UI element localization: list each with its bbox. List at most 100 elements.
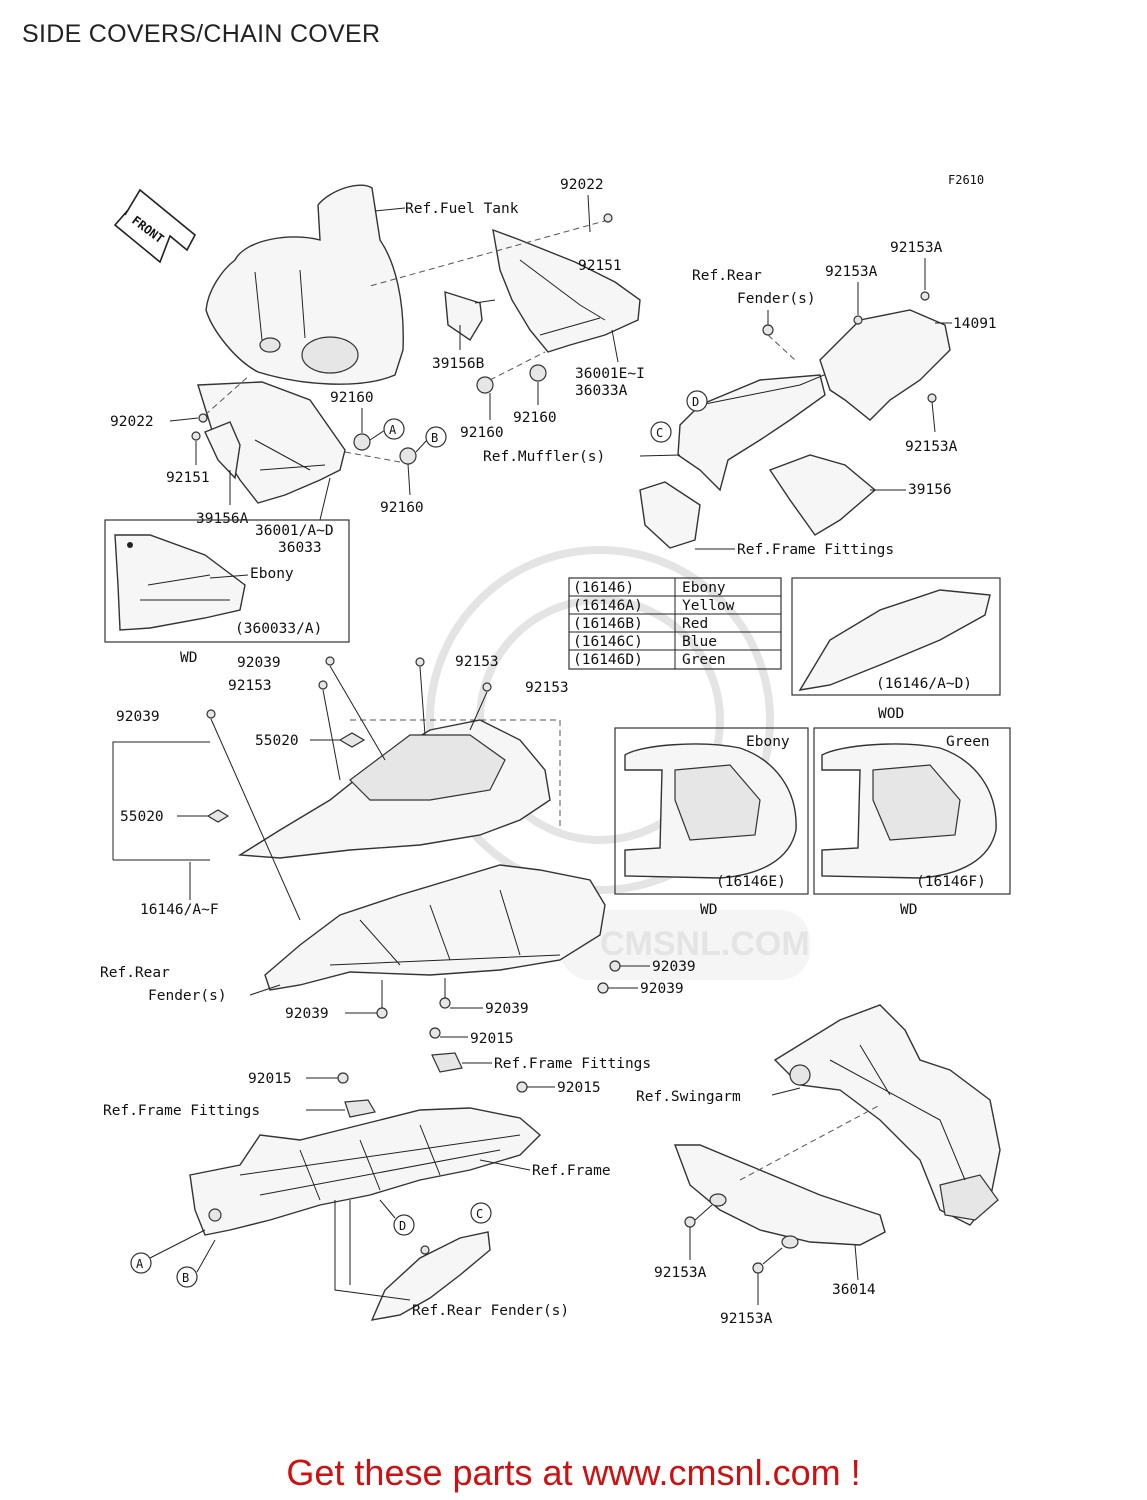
label-14091: 14091	[953, 316, 997, 332]
label-36014: 36014	[832, 1282, 876, 1298]
callout-b: B	[425, 426, 447, 448]
color-table-code-4: (16146D)	[573, 652, 643, 668]
callout-d-lower: D	[393, 1214, 415, 1236]
label-39156b: 39156B	[432, 356, 485, 372]
label-green: Green	[946, 734, 990, 750]
page-title: SIDE COVERS/CHAIN COVER	[22, 20, 381, 48]
svg-text:C: C	[476, 1207, 483, 1221]
color-table-color-3: Blue	[682, 634, 717, 650]
label-wd-3: WD	[900, 902, 917, 918]
label-92039-1: 92039	[237, 655, 281, 671]
rear-fender-lower-drawing	[370, 1231, 491, 1321]
tail-cover-drawing	[237, 719, 551, 859]
callout-c-lower: C	[470, 1202, 492, 1224]
label-92160-c: 92160	[330, 390, 374, 406]
label-360033a: (360033/A)	[235, 621, 322, 637]
callout-b-lower: B	[176, 1266, 198, 1288]
color-table-code-0: (16146)	[573, 580, 634, 596]
label-92153a-3: 92153A	[905, 439, 958, 455]
svg-text:B: B	[431, 431, 438, 445]
label-92153-2: 92153	[455, 654, 499, 670]
label-ref-frame-fittings-2: Ref.Frame Fittings	[494, 1056, 651, 1072]
label-92151-left: 92151	[166, 470, 210, 486]
front-arrow-icon: FRONT	[113, 188, 197, 264]
label-92160-b: 92160	[460, 425, 504, 441]
label-92153-3: 92153	[525, 680, 569, 696]
rear-fender-inner-drawing	[264, 864, 606, 991]
wod-cover-drawing	[798, 589, 991, 691]
label-ref-rear-fender-3: Ref.Rear Fender(s)	[412, 1303, 569, 1319]
label-ebony-2: Ebony	[746, 734, 790, 750]
inset-16146f-box	[813, 727, 1011, 895]
label-55020-2: 55020	[120, 809, 164, 825]
label-92022-top: 92022	[560, 177, 604, 193]
label-16146e: (16146E)	[716, 874, 786, 890]
callout-c-upper: C	[650, 421, 672, 443]
callout-a: A	[383, 418, 405, 440]
label-92015-1: 92015	[470, 1031, 514, 1047]
label-92039-4: 92039	[640, 981, 684, 997]
label-39156: 39156	[908, 482, 952, 498]
label-92153a-5: 92153A	[720, 1311, 773, 1327]
label-wd-1: WD	[180, 650, 197, 666]
color-table-color-1: Yellow	[682, 598, 735, 614]
footer-promo-text[interactable]: Get these parts at www.cmsnl.com !	[286, 1452, 861, 1493]
label-92039-5: 92039	[485, 1001, 529, 1017]
label-92153a-2: 92153A	[890, 240, 943, 256]
grommet	[476, 376, 494, 394]
bracket-line-lower	[334, 1200, 411, 1301]
label-16146ad: (16146/A~D)	[876, 676, 972, 692]
svg-text:B: B	[182, 1271, 189, 1285]
swingarm-drawing	[773, 1004, 1001, 1226]
label-fender-2: Fender(s)	[148, 988, 227, 1004]
svg-text:D: D	[399, 1219, 406, 1233]
callout-a-lower: A	[130, 1252, 152, 1274]
label-92160-a: 92160	[513, 410, 557, 426]
color-table-code-3: (16146C)	[573, 634, 643, 650]
color-table-color-4: Green	[682, 652, 726, 668]
ebony-inset-box	[104, 519, 350, 643]
color-table: (16146) Ebony (16146A) Yellow (16146B) R…	[568, 577, 782, 670]
label-ref-fuel-tank: Ref.Fuel Tank	[405, 201, 519, 217]
side-cover-right	[444, 228, 641, 353]
label-ref-frame-fittings-3: Ref.Frame Fittings	[103, 1103, 260, 1119]
label-16146af: 16146/A~F	[140, 902, 219, 918]
rear-fender-cover	[768, 309, 951, 536]
callout-d-upper: D	[686, 390, 708, 412]
label-92151-top: 92151	[578, 258, 622, 274]
label-92160-d: 92160	[380, 500, 424, 516]
label-ref-swingarm: Ref.Swingarm	[636, 1089, 741, 1105]
label-fender-1: Fender(s)	[737, 291, 816, 307]
label-92022-left: 92022	[110, 414, 154, 430]
wod-inset-box	[791, 577, 1001, 696]
label-92039-6: 92039	[285, 1006, 329, 1022]
label-16146f: (16146F)	[916, 874, 986, 890]
figure-code: F2610	[948, 173, 984, 187]
color-table-color-0: Ebony	[682, 580, 726, 596]
svg-text:A: A	[389, 423, 397, 437]
color-table-color-2: Red	[682, 616, 708, 632]
label-39156a: 39156A	[196, 511, 249, 527]
svg-text:A: A	[136, 1257, 144, 1271]
color-table-code-1: (16146A)	[573, 598, 643, 614]
svg-text:C: C	[656, 426, 663, 440]
label-wd-2: WD	[700, 902, 717, 918]
label-ref-rear-2: Ref.Rear	[100, 965, 170, 981]
label-92153a-1: 92153A	[825, 264, 878, 280]
frame-drawing	[189, 1107, 542, 1236]
label-ref-frame: Ref.Frame	[532, 1163, 611, 1179]
watermark-text: CMSNL.COM	[600, 925, 810, 963]
chain-cover-drawing	[673, 1144, 886, 1249]
inset-16146e-box	[614, 727, 809, 895]
bracket-line	[112, 741, 210, 860]
label-92015-3: 92015	[557, 1080, 601, 1096]
svg-text:D: D	[692, 395, 699, 409]
label-36033a: 36033A	[575, 383, 628, 399]
label-92015-2: 92015	[248, 1071, 292, 1087]
label-92153-1: 92153	[228, 678, 272, 694]
label-wod: WOD	[878, 706, 904, 722]
label-36001: 36001/A~D	[255, 523, 334, 539]
label-ebony-1: Ebony	[250, 566, 294, 582]
color-table-code-2: (16146B)	[573, 616, 643, 632]
